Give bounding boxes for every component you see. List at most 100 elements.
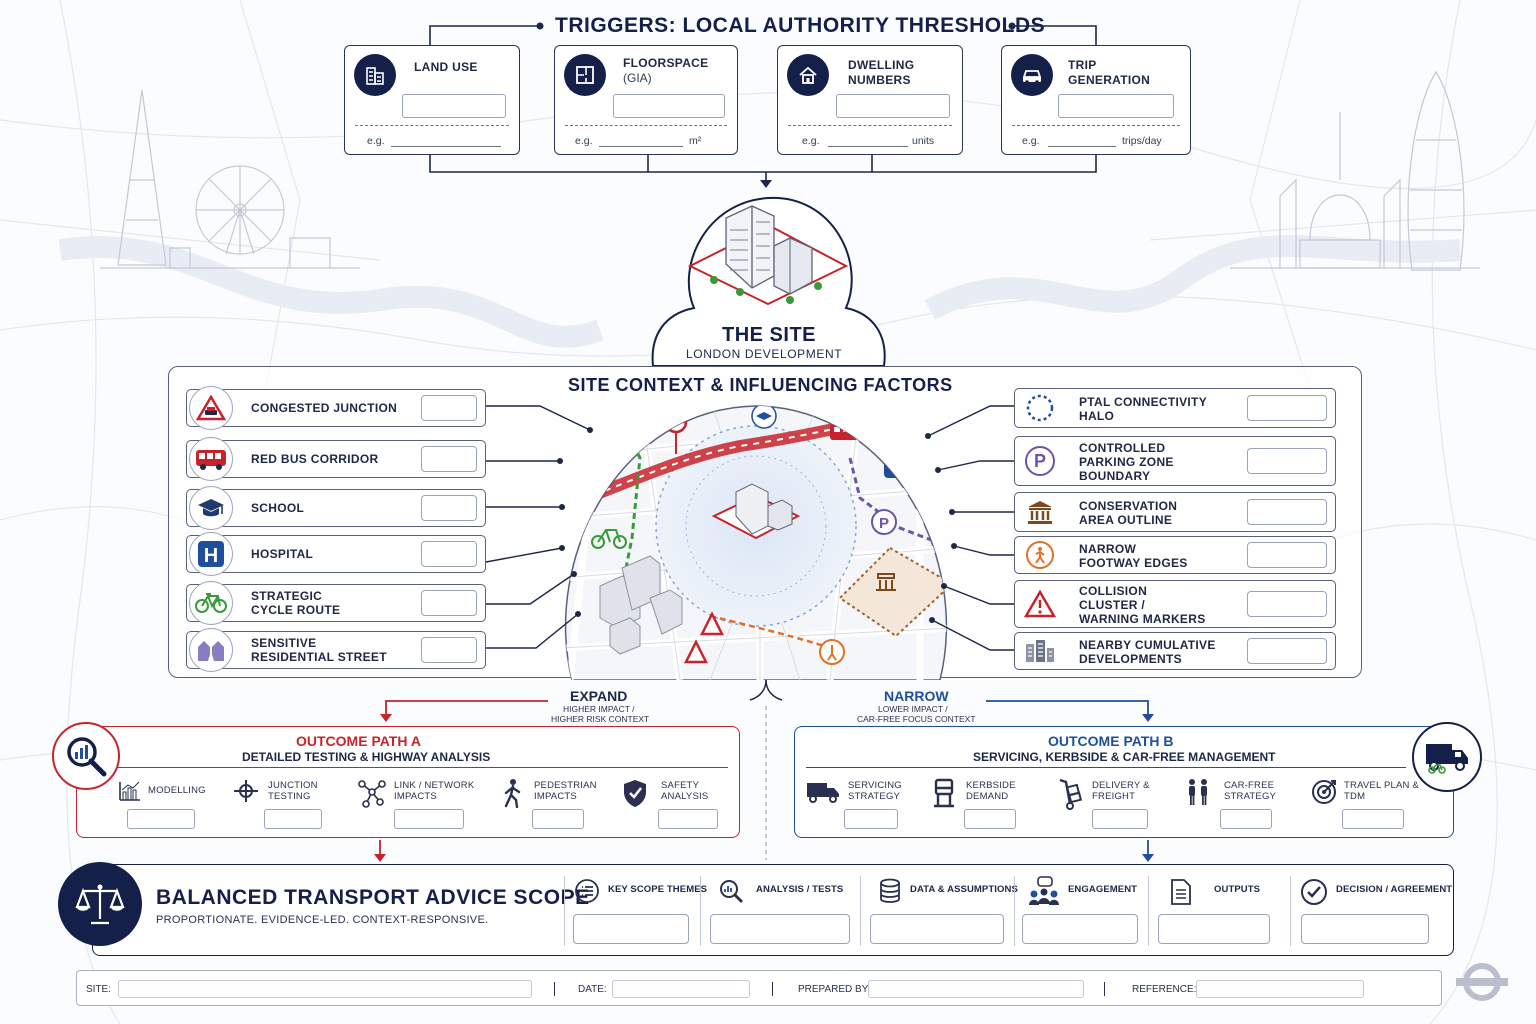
path-b-item-input[interactable] — [964, 809, 1016, 829]
footer-date-input[interactable] — [612, 980, 750, 998]
factor-input[interactable] — [421, 541, 477, 567]
factor-label-2: FOOTWAY EDGES — [1079, 556, 1188, 570]
path-b-item-label: KERBSIDE — [966, 780, 1016, 791]
trigger-label-2: (GIA) — [623, 71, 652, 85]
factor-row-school: SCHOOL — [186, 486, 486, 530]
trigger-input-land-use[interactable] — [402, 94, 506, 118]
factor-input[interactable] — [1247, 448, 1327, 474]
footer-date-label: DATE: — [578, 984, 607, 995]
scope-title: BALANCED TRANSPORT ADVICE SCOPE — [156, 886, 590, 909]
path-a-item-input[interactable] — [532, 809, 584, 829]
factor-label-2: PARKING ZONE — [1079, 455, 1174, 469]
path-b-item-input[interactable] — [1092, 809, 1148, 829]
factor-row-red-bus-corridor: RED BUS CORRIDOR — [186, 437, 486, 481]
footer-reference-input[interactable] — [1196, 980, 1364, 998]
bicycle-icon — [189, 581, 233, 625]
path-b-item-input[interactable] — [1342, 809, 1404, 829]
site-context-map: H P — [564, 405, 948, 680]
factor-input[interactable] — [1247, 395, 1327, 421]
scales-icon — [58, 862, 142, 946]
parking-icon: P — [1023, 444, 1057, 478]
factor-label-2: RESIDENTIAL STREET — [251, 650, 387, 664]
roundel-logo-icon — [1456, 963, 1508, 1001]
path-b-item-label: SERVICING — [848, 780, 902, 791]
path-a-item-label-2: IMPACTS — [534, 791, 577, 802]
narrow-sub-1: LOWER IMPACT / — [878, 704, 948, 714]
path-a-item-input[interactable] — [127, 809, 195, 829]
trigger-label-2: GENERATION — [1068, 73, 1151, 87]
svg-text:P: P — [1034, 451, 1046, 471]
scope-item-input[interactable] — [1022, 914, 1138, 944]
scope-item-label: ENGAGEMENT — [1068, 884, 1138, 895]
path-a-item-label: JUNCTION — [268, 780, 318, 791]
warning-icon — [1023, 587, 1057, 621]
house-icon — [787, 54, 829, 96]
path-a-item-label-2: IMPACTS — [394, 791, 437, 802]
factor-label-2: AREA OUTLINE — [1079, 513, 1173, 527]
trigger-card-trip-generation: TRIP GENERATION e.g. trips/day — [1001, 45, 1191, 155]
factor-input[interactable] — [1247, 542, 1327, 568]
path-a-item-input[interactable] — [658, 809, 718, 829]
conservation-icon — [1023, 495, 1057, 529]
footer-site-label: SITE: — [86, 984, 112, 995]
scope-item-decision: DECISION / AGREEMENT — [1298, 876, 1452, 948]
footer-site-input[interactable] — [118, 980, 532, 998]
trigger-card-floorspace: FLOORSPACE (GIA) e.g. m² — [554, 45, 738, 155]
factor-input[interactable] — [421, 446, 477, 472]
factor-label: PTAL CONNECTIVITY — [1079, 395, 1207, 409]
scope-item-input[interactable] — [1158, 914, 1270, 944]
factor-label: COLLISION — [1079, 584, 1148, 598]
path-b-item-label-2: STRATEGY — [1224, 791, 1277, 802]
ptal-halo-icon — [1023, 391, 1057, 425]
factor-row-collision-cluster: COLLISION CLUSTER / WARNING MARKERS — [1014, 580, 1336, 628]
factor-label: HOSPITAL — [251, 547, 314, 561]
scope-item-data: DATA & ASSUMPTIONS — [868, 876, 1018, 948]
analysis-magnifier-icon — [52, 722, 120, 790]
factor-input[interactable] — [1247, 591, 1327, 617]
scope-item-key-themes: KEY SCOPE THEMES — [572, 876, 707, 948]
site-building-icon — [687, 205, 849, 306]
scope-item-input[interactable] — [870, 914, 1004, 944]
truck-icon — [807, 783, 839, 803]
trigger-card-land-use: LAND USE e.g. — [344, 45, 520, 155]
factor-input[interactable] — [1247, 638, 1327, 664]
factor-row-ptal-connectivity-halo: PTAL CONNECTIVITY HALO — [1014, 388, 1336, 428]
scope-item-outputs: OUTPUTS — [1156, 876, 1274, 948]
trigger-label: LAND USE — [414, 60, 478, 74]
path-b-item-label: CAR-FREE — [1224, 780, 1275, 791]
path-a-item-input[interactable] — [394, 809, 464, 829]
factor-label-2: DEVELOPMENTS — [1079, 652, 1182, 666]
path-a-item-input[interactable] — [264, 809, 322, 829]
school-icon — [189, 486, 233, 530]
trigger-input-floorspace[interactable] — [613, 94, 725, 118]
path-b-item-input[interactable] — [844, 809, 898, 829]
scope-subtitle: PROPORTIONATE. EVIDENCE-LED. CONTEXT-RES… — [156, 914, 489, 926]
target-icon — [1312, 780, 1336, 804]
site-subtitle: LONDON DEVELOPMENT — [686, 347, 843, 361]
footer-prepared-input[interactable] — [868, 980, 1084, 998]
pedestrian-icon — [1023, 538, 1057, 572]
factor-input[interactable] — [421, 495, 477, 521]
factor-input[interactable] — [421, 395, 477, 421]
scope-item-input[interactable] — [710, 914, 850, 944]
scope-item-input[interactable] — [1301, 914, 1429, 944]
scope-item-input[interactable] — [573, 914, 689, 944]
narrow-sub-2: CAR-FREE FOCUS CONTEXT — [857, 714, 976, 724]
path-b-item-label-2: TDM — [1344, 791, 1366, 802]
path-b-item-label-2: STRATEGY — [848, 791, 901, 802]
factor-label: NARROW — [1079, 542, 1137, 556]
trigger-label: DWELLING — [848, 58, 915, 72]
factor-input[interactable] — [421, 590, 477, 616]
database-icon — [880, 878, 900, 903]
expand-sub-1: HIGHER IMPACT / — [563, 704, 635, 714]
factor-input[interactable] — [421, 637, 477, 663]
path-a-item-label: SAFETY — [661, 780, 700, 791]
trigger-input-dwellings[interactable] — [836, 94, 950, 118]
trigger-eg: e.g. — [575, 135, 593, 147]
trigger-input-trip-generation[interactable] — [1058, 94, 1174, 118]
factor-input[interactable] — [1247, 499, 1327, 525]
path-a-item-label: PEDESTRIAN — [534, 780, 597, 791]
path-b-item-input[interactable] — [1220, 809, 1272, 829]
